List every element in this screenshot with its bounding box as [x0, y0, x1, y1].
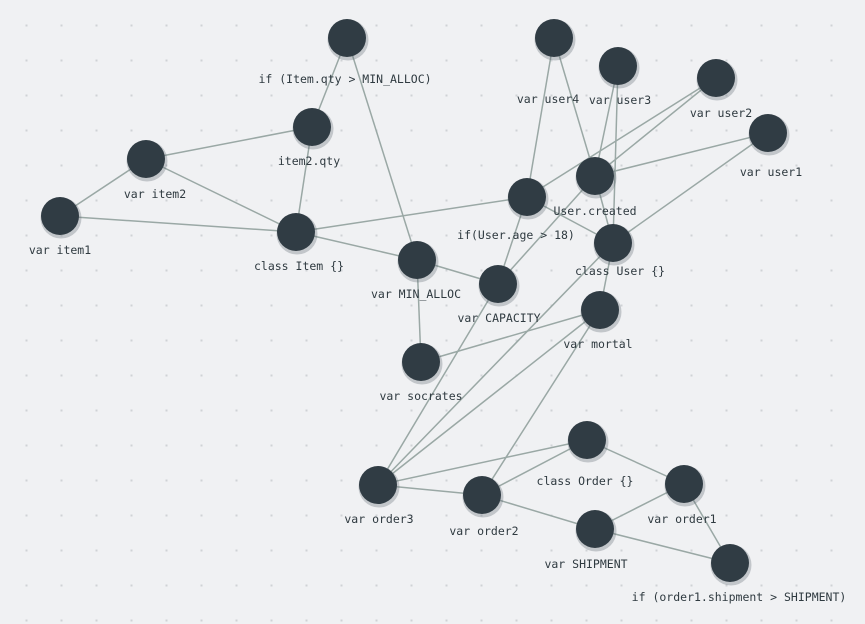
graph-node-item1[interactable] — [40, 197, 82, 239]
graph-node-ifShipment[interactable] — [710, 544, 752, 586]
node-circle[interactable] — [594, 224, 632, 262]
graph-node-shipment[interactable] — [575, 510, 617, 552]
node-circle[interactable] — [535, 19, 573, 57]
graph-edge — [481, 309, 601, 496]
node-circle[interactable] — [581, 291, 619, 329]
graph-edge — [346, 37, 418, 261]
graph-edge — [481, 494, 596, 530]
graph-node-capacity[interactable] — [478, 265, 520, 307]
graph-node-order2[interactable] — [462, 476, 504, 518]
graph-edge — [420, 309, 601, 363]
graph-edge — [145, 158, 297, 233]
graph-node-socrates[interactable] — [401, 343, 443, 385]
node-circle[interactable] — [599, 47, 637, 85]
graph-node-ifItemQty[interactable] — [327, 19, 369, 61]
graph-edge — [497, 175, 596, 285]
graph-node-order1[interactable] — [664, 465, 706, 507]
graph-node-minAlloc[interactable] — [397, 241, 439, 283]
node-circle[interactable] — [479, 265, 517, 303]
node-circle[interactable] — [576, 157, 614, 195]
graph-node-user4[interactable] — [534, 19, 576, 61]
graph-node-ifUserAge[interactable] — [575, 157, 617, 199]
node-circle[interactable] — [711, 544, 749, 582]
graph-node-order3[interactable] — [358, 466, 400, 508]
graph-node-classUser[interactable] — [593, 224, 635, 266]
node-circle[interactable] — [697, 59, 735, 97]
node-circle[interactable] — [398, 241, 436, 279]
graph-edge — [594, 132, 769, 177]
graph-edge — [377, 242, 614, 486]
node-circle[interactable] — [127, 140, 165, 178]
node-circle[interactable] — [463, 476, 501, 514]
node-circle[interactable] — [328, 19, 366, 57]
graph-node-mortal[interactable] — [580, 291, 622, 333]
graph-edge — [612, 132, 769, 244]
edge-layer — [59, 37, 769, 564]
node-circle[interactable] — [402, 343, 440, 381]
graph-edge — [377, 439, 588, 486]
node-circle[interactable] — [576, 510, 614, 548]
graph-edge — [295, 196, 528, 233]
graph-edge — [526, 37, 555, 198]
graph-node-item2qty[interactable] — [292, 108, 334, 150]
graph-edge — [145, 126, 313, 160]
node-layer — [40, 19, 790, 586]
graph-node-user1[interactable] — [748, 114, 790, 156]
graph-edge — [481, 439, 588, 496]
graph-node-classOrder[interactable] — [567, 421, 609, 463]
node-circle[interactable] — [293, 108, 331, 146]
graph-edge — [594, 528, 731, 564]
graph-node-user3[interactable] — [598, 47, 640, 89]
graph-edge — [526, 77, 717, 198]
graph-edge — [295, 231, 418, 261]
node-circle[interactable] — [665, 465, 703, 503]
graph-edge — [612, 65, 619, 244]
node-circle[interactable] — [568, 421, 606, 459]
node-circle[interactable] — [277, 213, 315, 251]
node-circle[interactable] — [41, 197, 79, 235]
node-circle[interactable] — [359, 466, 397, 504]
graph-edge — [377, 283, 499, 486]
graph-node-userCreated[interactable] — [507, 178, 549, 220]
node-circle[interactable] — [508, 178, 546, 216]
node-circle[interactable] — [749, 114, 787, 152]
graph-edge — [553, 37, 596, 177]
graph-node-classItem[interactable] — [276, 213, 318, 255]
graph-node-item2[interactable] — [126, 140, 168, 182]
graph-edge — [59, 215, 297, 233]
graph-edge — [377, 309, 601, 486]
graph-node-user2[interactable] — [696, 59, 738, 101]
